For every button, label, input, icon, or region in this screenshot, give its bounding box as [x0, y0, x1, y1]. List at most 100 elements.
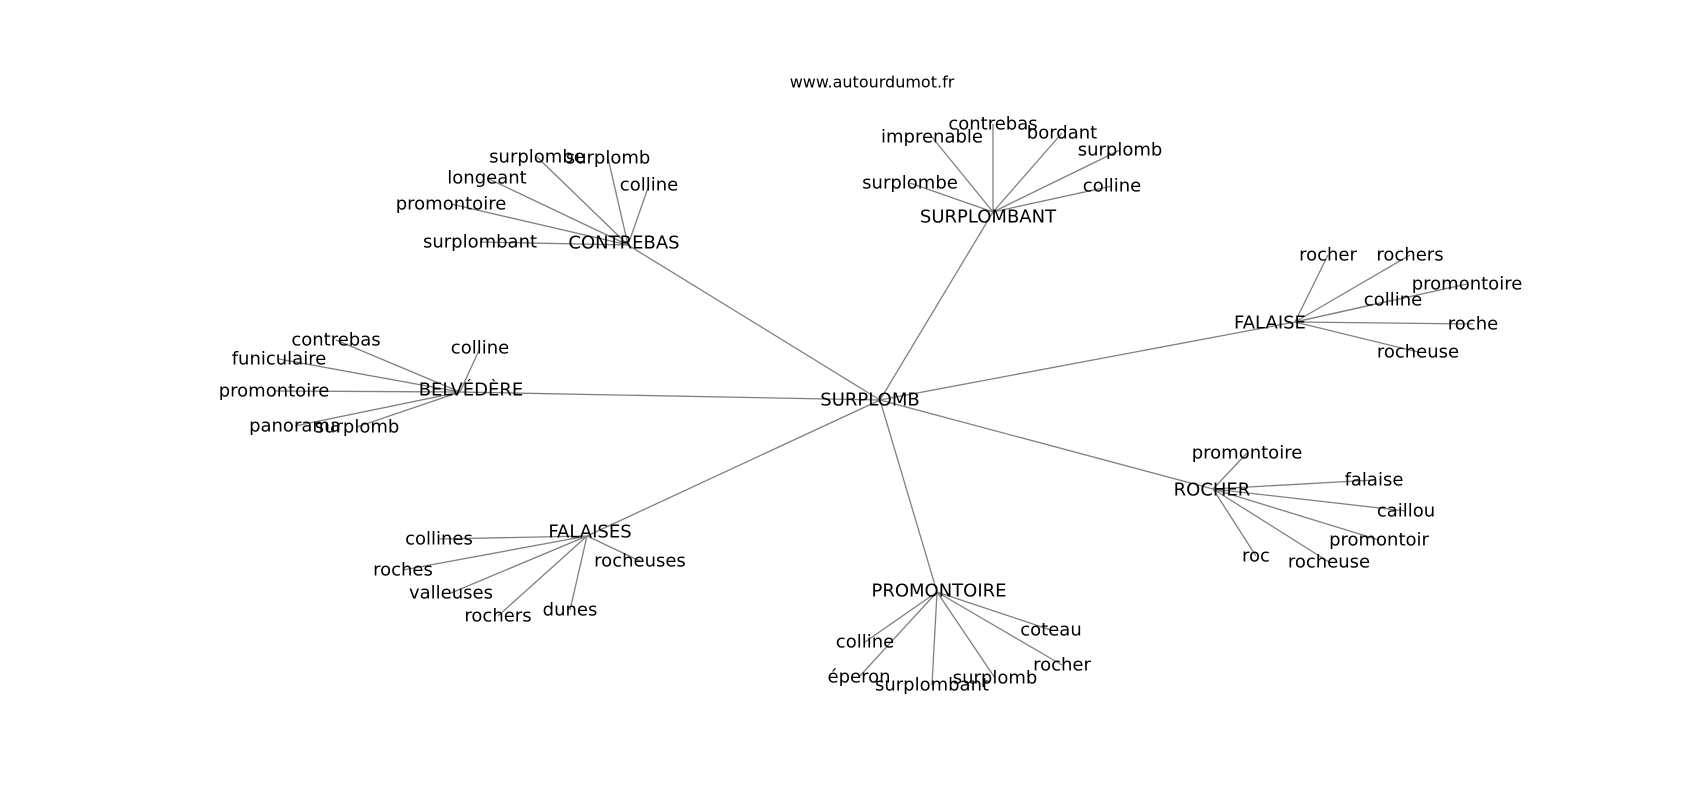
word-edge: [278, 358, 461, 393]
word-node-label: contrebas: [291, 330, 380, 351]
word-edge: [356, 391, 461, 428]
word-node-label: roc: [1242, 546, 1270, 567]
group-node-label: PROMONTOIRE: [871, 581, 1006, 602]
group-node-label: CONTREBAS: [568, 233, 679, 254]
word-edge: [335, 339, 461, 393]
word-node-label: surplomb: [953, 668, 1038, 689]
word-edge: [1294, 321, 1474, 325]
center-edge: [879, 399, 1214, 490]
word-edge: [1212, 488, 1330, 563]
word-node-label: rochers: [464, 606, 531, 627]
word-node-label: colline: [1083, 176, 1141, 197]
center-node-label: SURPLOMB: [820, 390, 919, 411]
center-edge: [879, 211, 994, 401]
word-node-label: surplombant: [423, 232, 537, 253]
word-node-label: collines: [405, 529, 473, 550]
word-edge: [627, 184, 650, 246]
word-edge: [273, 390, 461, 393]
word-node-label: colline: [836, 632, 894, 653]
group-node-label: SURPLOMBANT: [920, 207, 1057, 228]
word-edge: [569, 535, 588, 611]
word-edge: [1212, 479, 1375, 490]
word-edge: [909, 182, 994, 213]
word-node-label: promontoire: [219, 381, 330, 402]
word-node-label: promontoire: [1412, 274, 1523, 295]
word-node-label: caillou: [1377, 501, 1435, 522]
word-node-label: colline: [1364, 290, 1422, 311]
word-node-label: contrebas: [948, 114, 1037, 135]
graph-labels: SURPLOMBCONTREBASsurplombesurplomblongea…: [219, 114, 1523, 696]
word-edge: [294, 391, 461, 427]
word-node-label: rocher: [1299, 245, 1357, 266]
word-node-label: surplombe: [862, 173, 958, 194]
word-edge: [536, 156, 629, 246]
word-edge: [497, 535, 588, 617]
word-edge: [459, 347, 481, 393]
group-node-label: ROCHER: [1174, 480, 1251, 501]
word-edge: [402, 535, 588, 571]
word-edge: [1212, 452, 1248, 490]
word-edge: [586, 535, 641, 562]
word-node-label: rochers: [1376, 245, 1443, 266]
word-edge: [936, 591, 996, 679]
word-edge: [607, 157, 629, 246]
word-edge: [858, 591, 938, 678]
word-node-label: panorama: [249, 416, 341, 437]
word-node-label: roches: [373, 560, 433, 581]
word-edge: [936, 591, 1063, 666]
word-edge: [992, 149, 1121, 213]
word-edge: [992, 132, 1063, 213]
word-edge: [936, 591, 1052, 631]
word-node-label: surplombe: [489, 147, 585, 168]
word-edge: [1294, 254, 1411, 323]
word-edge: [931, 591, 938, 686]
group-node-label: FALAISE: [1234, 313, 1306, 334]
word-node-label: colline: [451, 338, 509, 359]
word-node-label: éperon: [828, 667, 891, 688]
center-edge: [459, 391, 881, 401]
word-edge: [450, 535, 588, 594]
word-edge: [931, 136, 994, 213]
word-node-label: bordant: [1027, 123, 1097, 144]
word-edge: [1294, 299, 1394, 323]
word-edge: [1212, 488, 1257, 557]
word-edge: [450, 203, 629, 246]
word-node-label: promontoire: [1192, 443, 1303, 464]
word-node-label: promontoir: [1329, 530, 1429, 551]
word-node-label: surplombant: [875, 675, 989, 696]
word-node-label: rocheuse: [1377, 342, 1459, 363]
center-edge: [627, 244, 881, 401]
word-node-label: roche: [1448, 314, 1498, 335]
word-node-label: rocheuses: [594, 551, 686, 572]
group-node-label: BELVÉDÈRE: [419, 379, 524, 401]
word-edge: [486, 177, 629, 246]
word-edge: [1294, 254, 1329, 323]
word-node-label: rocheuse: [1288, 552, 1370, 573]
word-node-label: promontoire: [396, 194, 507, 215]
word-node-label: longeant: [447, 168, 526, 189]
center-edge: [586, 399, 881, 537]
word-edge: [864, 591, 938, 643]
graph-edges: [273, 124, 1474, 686]
word-node-label: funiculaire: [232, 349, 327, 370]
group-node-label: FALAISES: [548, 522, 631, 543]
word-edge: [1212, 488, 1407, 512]
center-edge: [879, 399, 938, 593]
word-node-label: colline: [620, 175, 678, 196]
word-node-label: surplomb: [1078, 140, 1163, 161]
word-node-label: surplomb: [315, 417, 400, 438]
word-node-label: valleuses: [409, 583, 493, 604]
word-edge: [1212, 488, 1380, 541]
word-node-label: falaise: [1345, 470, 1404, 491]
word-node-label: imprenable: [881, 127, 983, 148]
word-node-label: surplomb: [566, 148, 651, 169]
center-edge: [879, 321, 1296, 401]
word-edge: [1294, 321, 1419, 353]
word-edge: [438, 535, 588, 540]
word-node-label: coteau: [1020, 620, 1081, 641]
word-node-label: rocher: [1033, 655, 1091, 676]
word-edge: [992, 185, 1113, 213]
source-url: www.autourdumot.fr: [790, 73, 955, 92]
word-node-label: dunes: [543, 600, 598, 621]
